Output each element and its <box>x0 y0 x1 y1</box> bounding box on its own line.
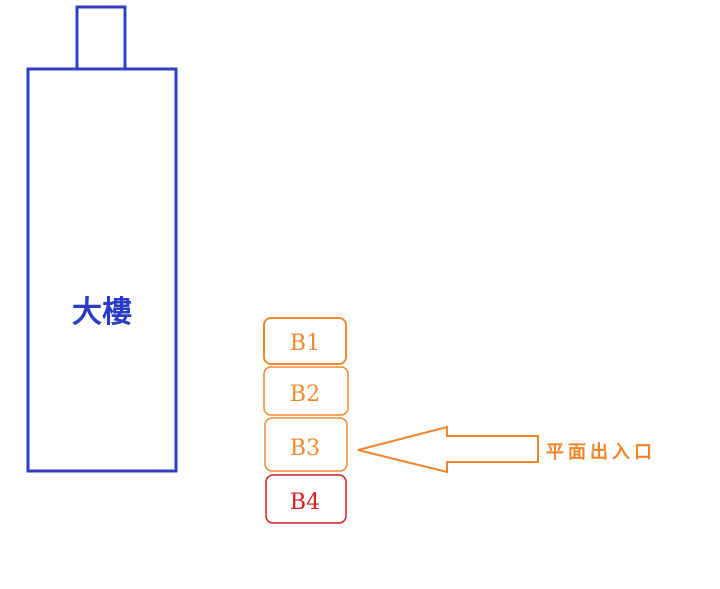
level-b3-label: B3 <box>290 436 320 461</box>
building-rooftop <box>75 5 127 71</box>
level-b1-box <box>263 317 347 365</box>
building-body <box>26 67 178 473</box>
level-b4: B4 <box>265 474 347 524</box>
level-b2-label: B2 <box>290 382 320 407</box>
level-b2-box <box>263 366 349 416</box>
level-b2: B2 <box>263 366 349 416</box>
level-b4-box <box>265 474 347 524</box>
level-b1: B1 <box>263 317 347 365</box>
level-b3: B3 <box>264 417 348 472</box>
entrance-label: 平面出入口 <box>546 441 656 463</box>
level-b4-label: B4 <box>290 490 320 515</box>
building-label: 大樓 <box>72 295 132 330</box>
basement-levels: B1 B2 B3 B4 <box>263 317 349 524</box>
level-b3-box <box>264 417 348 472</box>
level-b1-label: B1 <box>290 331 320 356</box>
building: 大樓 <box>26 5 178 473</box>
entrance-arrow-icon <box>357 425 539 474</box>
entrance-indicator: 平面出入口 <box>357 425 656 474</box>
